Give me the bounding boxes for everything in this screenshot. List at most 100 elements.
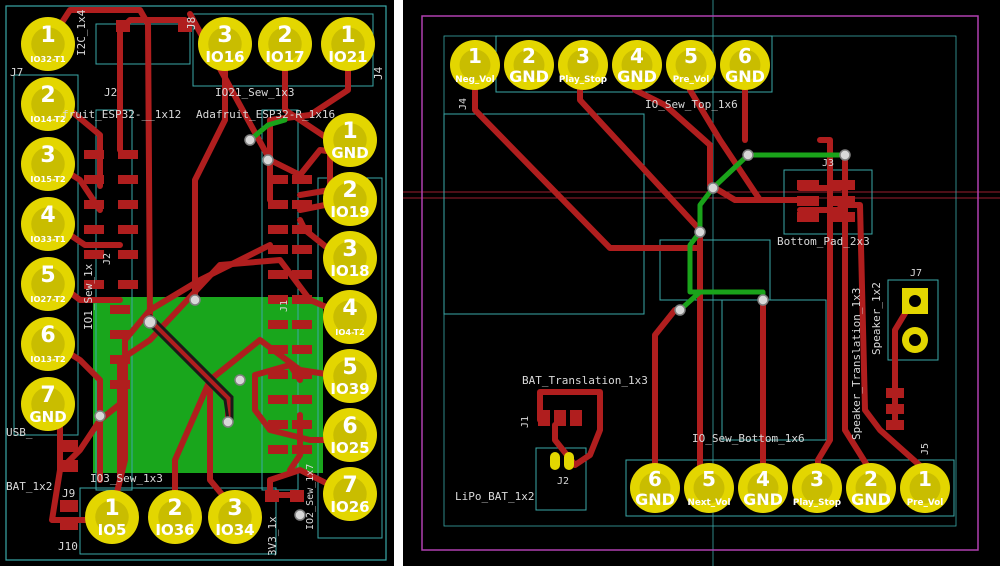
pad-number: 5	[702, 467, 716, 491]
pad-label: IO17	[265, 48, 304, 66]
silk-esp-left: fruit_ESP32-__1x12	[62, 108, 181, 121]
left-silkscreen: I2C_1x4 J8 J7 J4 J2 IO21_Sew_1x3 fruit_E…	[6, 9, 385, 556]
silk-io3-sew: IO3_Sew_1x3	[90, 472, 163, 485]
silk-j7: J7	[10, 66, 23, 79]
pad-number: 5	[684, 44, 698, 68]
silk-r-j5: J5	[920, 443, 931, 455]
silk-3v3: 3V3_1x	[266, 516, 279, 556]
left-board-outline	[5, 5, 387, 561]
pad-label: IO13-T2	[30, 354, 65, 364]
silk-j4: J4	[372, 66, 385, 80]
pad-inner	[333, 182, 367, 216]
pad-inner	[729, 49, 761, 81]
lipo-pad-2	[564, 452, 574, 470]
right-board-edge	[421, 15, 979, 551]
pad-inner	[333, 241, 367, 275]
pad-label: IO21	[328, 48, 367, 66]
pad-inner	[621, 49, 653, 81]
silk-r-j1: J1	[520, 416, 531, 428]
pad-inner	[31, 207, 65, 241]
pad-label: IO19	[330, 203, 369, 221]
pad-label: GND	[851, 490, 891, 509]
pad-number: 3	[227, 496, 242, 521]
silk-speaker: Speaker_1x2	[870, 282, 883, 355]
pad-number: 3	[217, 23, 232, 48]
silk-j8: J8	[185, 17, 198, 30]
silk-io21-sew: IO21_Sew_1x3	[215, 86, 294, 99]
pad-inner	[333, 418, 367, 452]
pad-number: 2	[522, 44, 536, 68]
silk-bottom-pad: Bottom_Pad_2x3	[777, 235, 870, 248]
pad-inner	[158, 500, 192, 534]
pad-number: 1	[40, 23, 55, 48]
pad-number: 2	[167, 496, 182, 521]
pad-label: GND	[29, 408, 66, 426]
pad-label: GND	[635, 490, 675, 509]
pad-label: GND	[725, 67, 765, 86]
pad-label: IO18	[330, 262, 369, 280]
pad-label: GND	[617, 67, 657, 86]
pad-number: 3	[342, 237, 357, 262]
pad-inner	[331, 27, 365, 61]
pad-label: GND	[331, 144, 368, 162]
pad-number: 6	[648, 467, 662, 491]
silk-r-j3: J3	[822, 158, 834, 169]
pad-inner	[855, 472, 887, 504]
pad-number: 4	[342, 296, 357, 321]
pad-number: 4	[630, 44, 644, 68]
big-pads: 3IO162IO171IO211IO32-T12IO14-T23IO15-T24…	[21, 17, 950, 544]
pad-inner	[95, 500, 129, 534]
pad-label: IO34	[215, 521, 254, 539]
pad-inner	[675, 49, 707, 81]
pad-inner	[218, 500, 252, 534]
pad-number: 7	[342, 473, 357, 498]
right-vias	[674, 149, 851, 316]
silk-r-j4: J4	[458, 98, 469, 110]
pour-diagonal-traces	[143, 313, 234, 421]
pad-number: 5	[342, 355, 357, 380]
pad-number: 3	[40, 143, 55, 168]
pad-label: Pre_Vol	[907, 498, 944, 508]
pad-number: 1	[342, 119, 357, 144]
pad-label: Next_Vol	[688, 498, 731, 508]
pad-label: IO36	[155, 521, 194, 539]
pad-label: GND	[743, 490, 783, 509]
pad-inner	[801, 472, 833, 504]
pad-inner	[333, 477, 367, 511]
pad-number: 2	[40, 83, 55, 108]
pad-number: 3	[810, 467, 824, 491]
silk-io-sew-top: IO_Sew_Top_1x6	[645, 98, 738, 111]
pad-inner	[31, 147, 65, 181]
left-board	[5, 5, 387, 561]
pad-number: 4	[756, 467, 770, 491]
silk-i2c: I2C_1x4	[75, 9, 88, 56]
left-vias	[94, 134, 306, 521]
silk-r-j2: J2	[557, 476, 569, 487]
silk-j1: J1	[279, 300, 290, 312]
pad-label: IO15-T2	[30, 174, 65, 184]
silk-usb: USB_	[6, 426, 33, 439]
pad-label: IO5	[98, 521, 127, 539]
smd-pads	[60, 20, 312, 530]
silk-io-sew-bottom: IO_Sew_Bottom_1x6	[692, 432, 805, 445]
silk-lipo: LiPo_BAT_1x2	[455, 490, 534, 503]
